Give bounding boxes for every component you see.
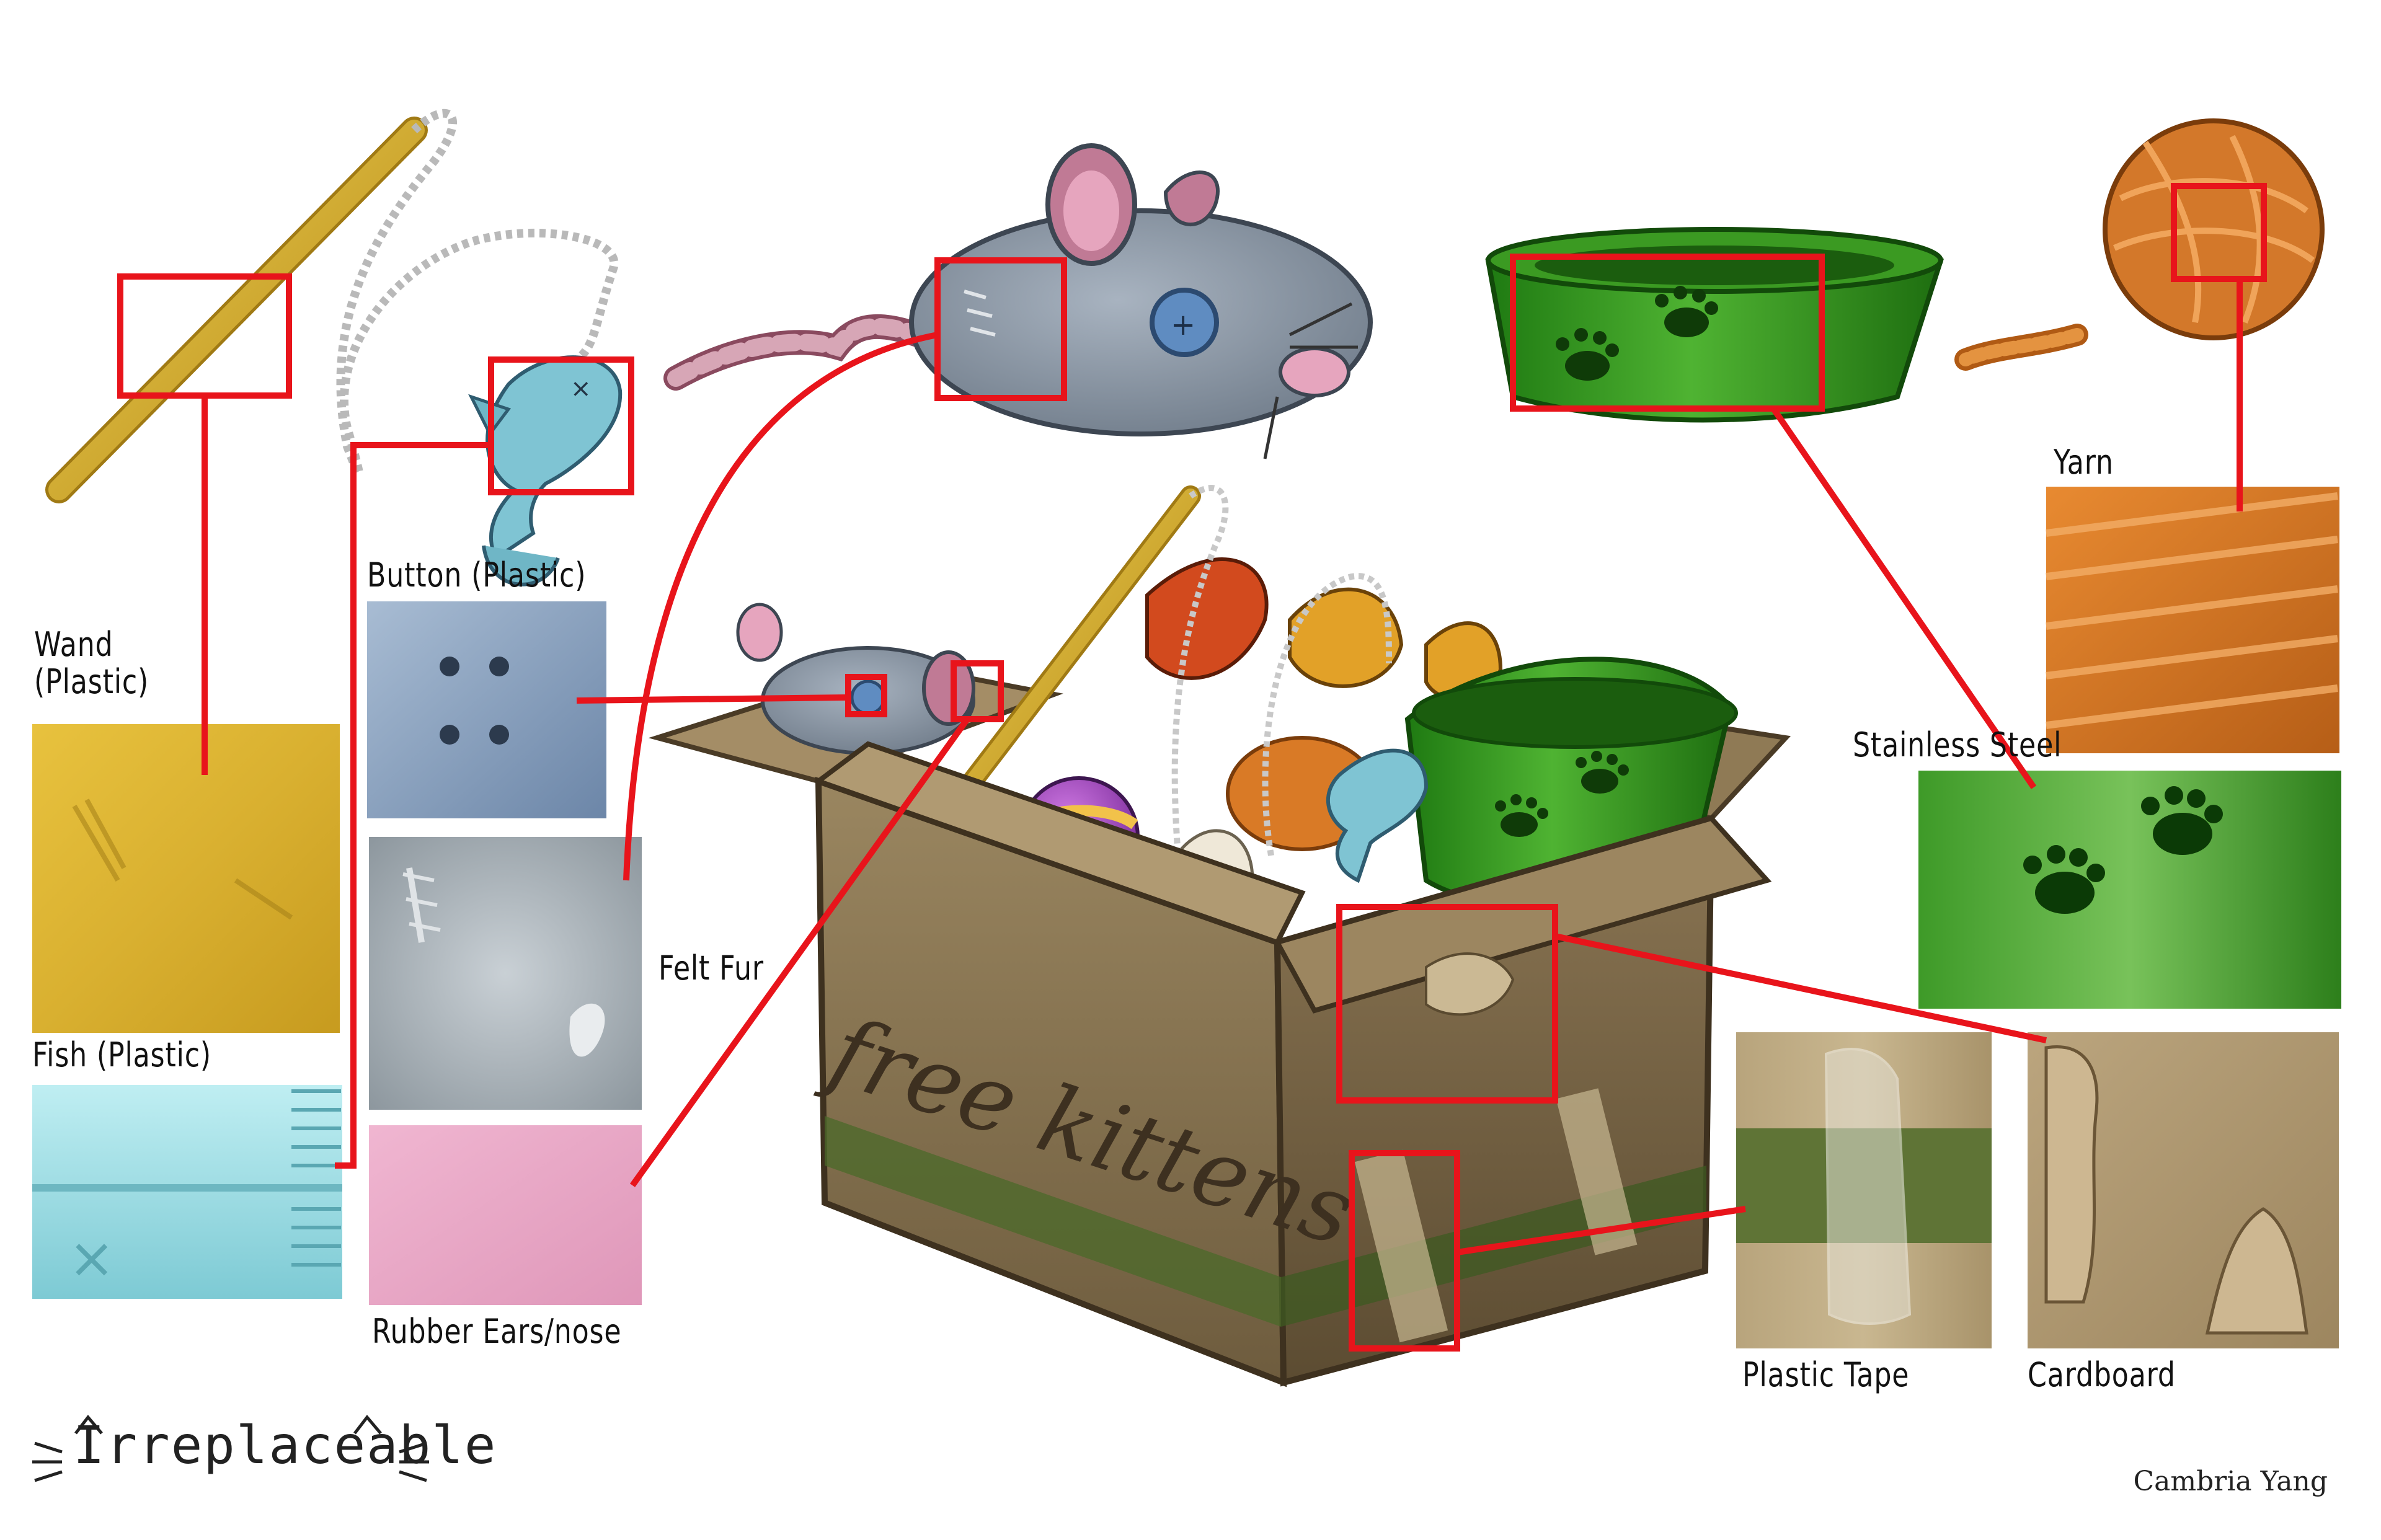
logo-whiskers xyxy=(32,1415,429,1482)
logo-text: Irreplaceable xyxy=(73,1415,497,1476)
mouse-toy-illustration: + xyxy=(663,143,1373,459)
label-button: Button (Plastic) xyxy=(367,555,587,595)
swatch-cardboard xyxy=(2028,1032,2339,1348)
callout-box-cardboard xyxy=(1336,904,1558,1104)
yarn-ball-illustration xyxy=(1954,118,2325,371)
irreplaceable-logo: Irreplaceable xyxy=(32,1406,495,1505)
svg-text:+: + xyxy=(1171,308,1195,342)
swatch-rubber xyxy=(369,1125,642,1305)
label-fish: Fish (Plastic) xyxy=(32,1035,212,1074)
callout-box-rubber xyxy=(951,660,1004,722)
swatch-plastic-tape xyxy=(1736,1032,1992,1348)
swatch-felt-fur xyxy=(369,837,642,1110)
callout-lines xyxy=(117,183,2267,1352)
callout-box-button xyxy=(845,674,887,717)
wand-illustration xyxy=(45,108,619,503)
swatch-fish: × xyxy=(32,1085,342,1299)
label-wand: Wand (Plastic) xyxy=(34,625,149,702)
svg-text:×: × xyxy=(68,1226,115,1291)
label-plastic-tape: Plastic Tape xyxy=(1742,1355,1910,1394)
label-rubber: Rubber Ears/nose xyxy=(372,1312,622,1351)
callout-box-felt xyxy=(934,257,1067,401)
swatch-yarn xyxy=(2046,487,2339,753)
callout-box-yarn xyxy=(2171,183,2267,282)
label-yarn: Yarn xyxy=(2054,443,2114,482)
bowl-illustration xyxy=(1485,227,1944,423)
artist-credit: Cambria Yang xyxy=(2133,1466,2328,1497)
svg-text:×: × xyxy=(570,374,592,403)
swatch-wand xyxy=(32,724,340,1033)
cardboard-box-illustration: free kittens xyxy=(648,485,1791,1387)
label-stainless-steel: Stainless Steel xyxy=(1853,725,2062,764)
label-felt-fur: Felt Fur xyxy=(658,949,764,988)
fish-toy-illustration: × xyxy=(468,355,623,586)
label-cardboard: Cardboard xyxy=(2028,1355,2176,1394)
swatch-button xyxy=(367,601,606,818)
callout-box-bowl xyxy=(1510,254,1825,412)
callout-box-fish xyxy=(488,356,634,495)
swatch-stainless-steel xyxy=(1918,771,2341,1009)
